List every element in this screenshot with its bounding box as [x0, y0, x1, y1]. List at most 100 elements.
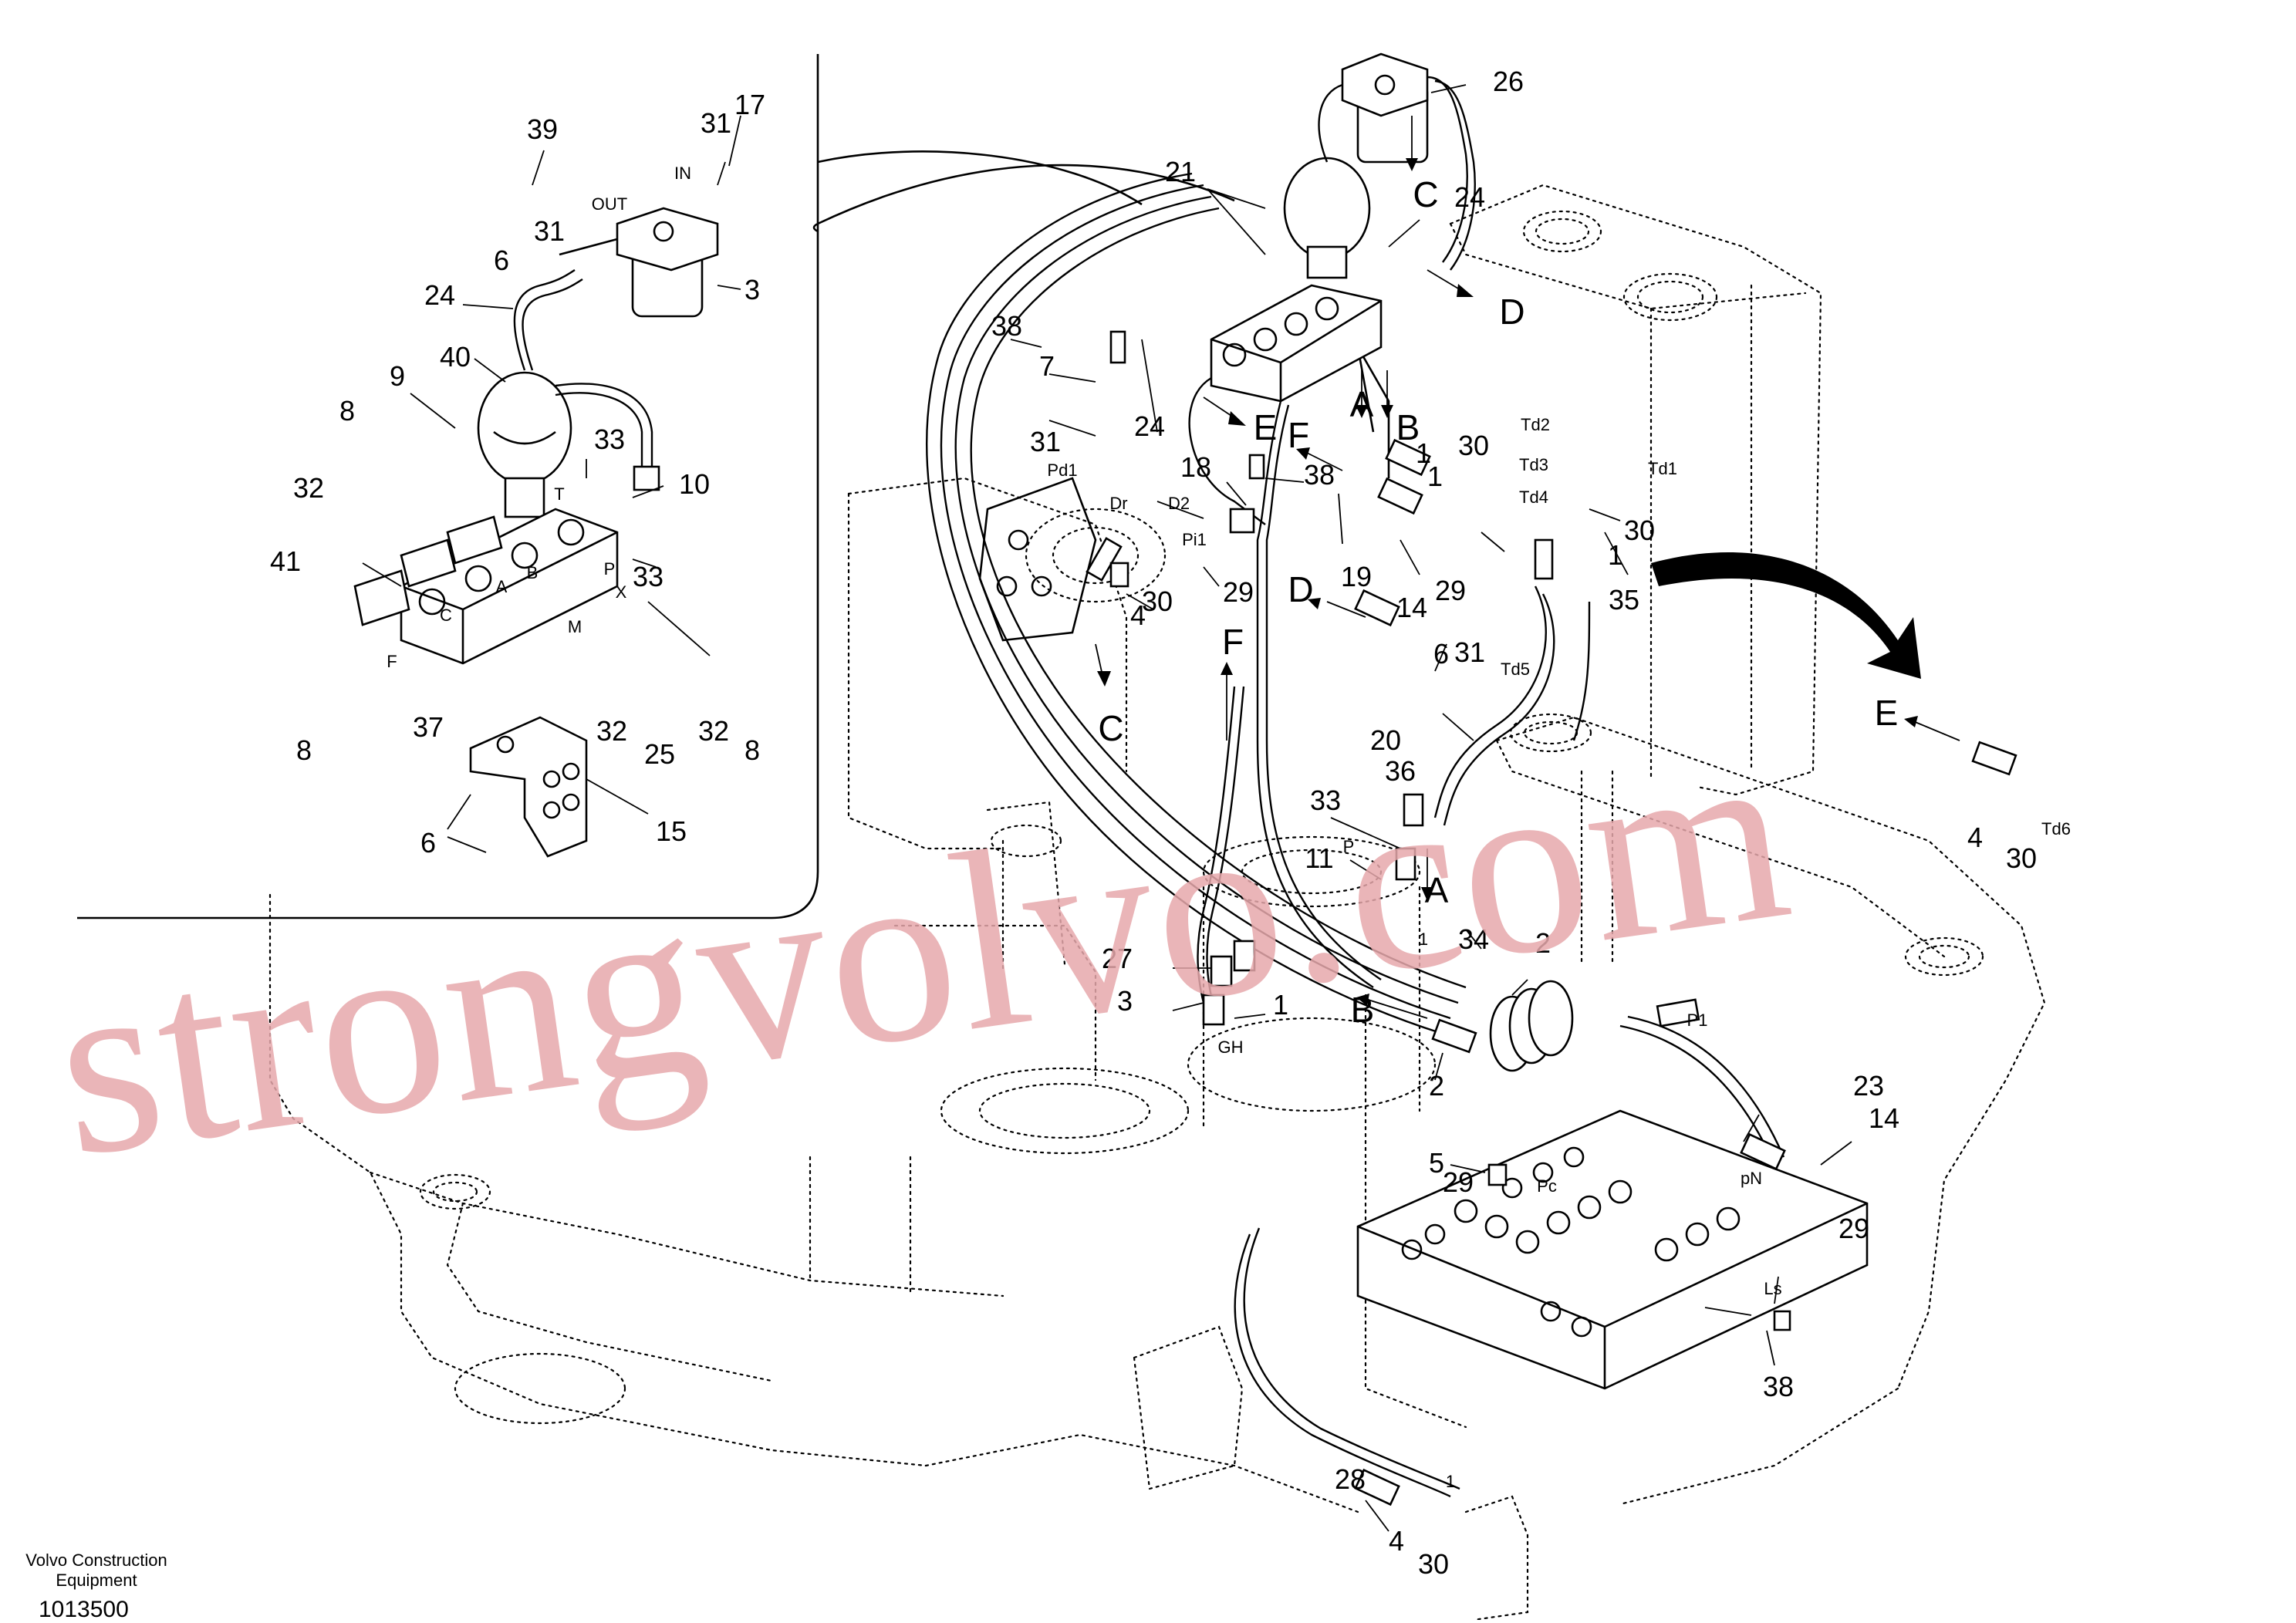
fittings: [1086, 330, 2017, 1507]
main-leaders: [1010, 84, 1852, 1532]
port-label: Td1: [1648, 459, 1677, 478]
control-valve-block: [1356, 1109, 1869, 1390]
part-callout: 29: [1443, 1166, 1474, 1198]
connection-arrow-e: [1651, 552, 1921, 679]
part-callout: 4: [1389, 1525, 1404, 1557]
port-label: Td3: [1519, 455, 1548, 474]
port-label: F: [387, 652, 397, 671]
part-callout: 4: [1967, 822, 1983, 853]
port-label: M: [568, 617, 582, 636]
part-callout: 14: [1869, 1102, 1899, 1134]
part-callout: 14: [1396, 592, 1427, 623]
part-callout: 25: [644, 738, 675, 770]
part-callout: 1: [1608, 539, 1623, 571]
part-callout: 4: [1130, 599, 1146, 631]
port-label: P: [1343, 837, 1355, 856]
port-label: Pc: [1537, 1176, 1557, 1196]
part-callout: 27: [1102, 943, 1133, 974]
part-callout: 6: [1433, 638, 1449, 670]
port-label: Pd1: [1047, 461, 1077, 480]
part-callout: 24: [424, 279, 455, 311]
inset-bracket: [469, 716, 588, 858]
part-callout: 38: [991, 310, 1022, 342]
machine-outline: [268, 184, 2046, 1620]
part-callout: 17: [734, 89, 765, 120]
connection-letter: C: [1098, 708, 1123, 748]
port-label: Ls: [1764, 1279, 1781, 1298]
part-callout: 1: [1273, 989, 1288, 1021]
connection-letter: F: [1288, 415, 1309, 455]
part-callout: 20: [1370, 724, 1401, 756]
inset-leaders: [362, 115, 741, 853]
port-label: D2: [1168, 494, 1190, 513]
port-label: 1: [1446, 1472, 1455, 1491]
main-valve-block: [1210, 284, 1383, 403]
swivel-block: [978, 477, 1097, 642]
part-callout: 39: [527, 113, 558, 145]
part-callout: 32: [596, 715, 627, 747]
inset-hoses: [513, 269, 660, 491]
inset-accumulator: [477, 371, 572, 518]
part-callout: 29: [1838, 1213, 1869, 1244]
part-callout: 31: [701, 107, 731, 139]
connection-letter: B: [1396, 407, 1420, 447]
document-number: 1013500: [39, 1597, 129, 1622]
inset-valve-block: [353, 508, 619, 665]
part-callout: 28: [1335, 1463, 1366, 1495]
hose-clamp: [1489, 980, 1574, 1072]
port-label: Td2: [1521, 415, 1550, 434]
part-callout: 30: [1142, 585, 1173, 617]
brand-caption: Volvo Construction Equipment: [15, 1550, 177, 1591]
part-callout: 33: [633, 561, 663, 592]
port-label: Td4: [1519, 488, 1548, 507]
part-callout: 29: [1223, 576, 1254, 608]
inset-panel: [77, 54, 1235, 919]
part-callout: 8: [296, 734, 312, 766]
port-label: IN: [674, 164, 691, 183]
part-callout: 34: [1458, 923, 1489, 955]
part-callout: 33: [1310, 785, 1341, 816]
part-callout: 36: [1385, 755, 1416, 787]
part-callout: 32: [698, 715, 729, 747]
port-label: OUT: [592, 194, 627, 214]
part-callout: 1: [1416, 437, 1431, 469]
part-callout: 19: [1341, 561, 1372, 592]
part-callout: 32: [293, 472, 324, 504]
part-callout: 1: [1427, 461, 1443, 492]
connection-letter: D: [1499, 292, 1524, 332]
port-label: Td5: [1501, 660, 1530, 679]
part-callout: 18: [1180, 451, 1211, 483]
part-callout: 41: [270, 545, 301, 577]
part-callout: 31: [534, 215, 565, 247]
part-callout: 26: [1493, 66, 1524, 97]
part-callout: 7: [1039, 350, 1055, 382]
port-label: A: [496, 577, 508, 596]
port-label: X: [616, 582, 627, 602]
port-label: Td6: [2041, 819, 2071, 838]
part-callout: 30: [1458, 430, 1489, 461]
port-label: C: [440, 606, 452, 625]
main-filter: [1341, 52, 1429, 164]
connection-letter: E: [1254, 407, 1278, 447]
main-hoses: [925, 76, 1785, 1498]
part-callout: 31: [1030, 426, 1061, 457]
connection-letter: A: [1350, 384, 1374, 424]
part-callout: 10: [679, 468, 710, 500]
connection-letter: A: [1425, 870, 1449, 910]
port-label: GH: [1218, 1038, 1244, 1057]
port-label: 1: [1419, 930, 1428, 949]
connection-letter: D: [1288, 569, 1313, 609]
part-callout: 30: [1624, 515, 1655, 546]
part-callout: 6: [494, 245, 509, 276]
port-label: Pi1: [1182, 530, 1207, 549]
port-label: pN: [1741, 1169, 1762, 1188]
part-callout: 23: [1853, 1070, 1884, 1102]
part-callout: 3: [745, 274, 760, 305]
part-callout: 2: [1429, 1070, 1444, 1102]
connection-letter: B: [1351, 990, 1375, 1030]
connection-letter: C: [1413, 174, 1438, 214]
part-callout: 3: [1117, 985, 1133, 1017]
port-label: B: [527, 563, 539, 582]
